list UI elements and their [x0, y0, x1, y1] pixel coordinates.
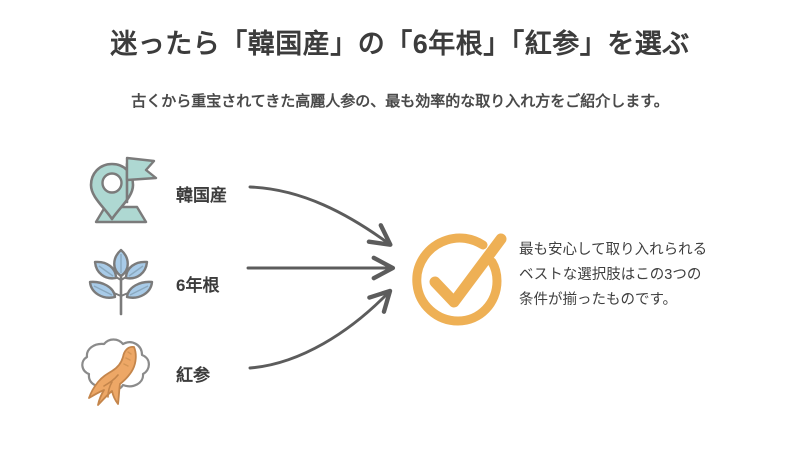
condition-label-six-year-root: 6年根: [176, 275, 220, 295]
result-line-3: 条件が揃ったものです。: [519, 291, 678, 308]
result-line-2: ベストな選択肢はこの3つの: [519, 266, 702, 283]
page-title: 迷ったら「韓国産」の「6年根」「紅参」を選ぶ: [110, 29, 690, 59]
result-description: 最も安心して取り入れられる ベストな選択肢はこの3つの 条件が揃ったものです。: [519, 238, 769, 313]
plant-leaves-icon: [78, 240, 164, 326]
condition-row-korean-origin: 韓国産: [78, 148, 338, 238]
condition-label-korean-origin: 韓国産: [176, 185, 227, 205]
arrow-red-ginseng: [248, 288, 393, 370]
map-pin-flag-icon: [78, 150, 164, 236]
condition-label-red-ginseng: 紅参: [176, 365, 210, 385]
check-circle-icon: [404, 226, 514, 336]
condition-row-red-ginseng: 紅参: [78, 328, 338, 418]
result-line-1: 最も安心して取り入れられる: [519, 242, 708, 258]
flow-arrows: [240, 150, 420, 400]
page-subtitle: 古くから重宝されてきた高麗人参の、最も効率的な取り入れ方をご紹介します。: [131, 93, 669, 110]
ginseng-root-steam-icon: [78, 330, 164, 416]
arrow-korean-origin: [248, 185, 393, 247]
condition-row-six-year-root: 6年根: [78, 238, 338, 328]
